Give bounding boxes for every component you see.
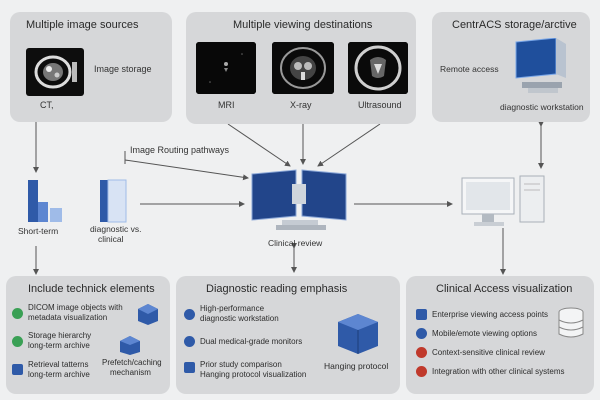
technical-item-2-line2: long-term archive <box>28 341 90 350</box>
clinical-item-4: Integration with other clinical systems <box>432 367 565 376</box>
routing-pathways-label: Image Routing pathways <box>130 145 230 155</box>
xray-scan-icon <box>272 42 334 94</box>
viewing-panel: Multiple viewing destinations MRI X-ray <box>186 12 416 124</box>
diagnostic-item-1-line2: diagnostic workstation <box>200 314 279 323</box>
retrieval-icon <box>12 364 23 375</box>
dicom-cube-icon <box>138 304 158 325</box>
archive-panel: CentrACS storage/arctive Remote access d… <box>432 12 590 122</box>
mri-thumbnail <box>196 42 256 94</box>
prefetch-label-2: mechanism <box>110 368 151 377</box>
check-icon <box>12 308 23 319</box>
xray-thumbnail <box>272 42 334 94</box>
clinical-title: Clinical Access visualization <box>436 283 573 295</box>
technical-item-3-line2: long-term archive <box>28 370 90 379</box>
monitor-icon <box>184 336 195 347</box>
mri-scan-icon <box>196 42 256 94</box>
diagnostic-panel: Diagnostic reading emphasis High-perform… <box>176 276 400 394</box>
check-icon <box>12 336 23 347</box>
clinical-item-3: Context-sensitive clinical review <box>432 348 545 357</box>
mobile-icon <box>416 328 427 339</box>
arrow-routing <box>124 159 249 181</box>
diagnostic-vs-label-1: diagnostic vs. <box>90 224 142 234</box>
diagnostic-item-1-line1: High-performance <box>200 304 265 313</box>
arrow-mri-to-review <box>227 123 291 167</box>
diagnostic-item-2-line1: Dual medical-grade monitors <box>200 337 303 346</box>
integration-icon <box>416 366 427 377</box>
diagnostic-item-3-line2: Hanging protocol visualization <box>200 370 307 379</box>
remote-access-label: Remote access <box>440 64 499 74</box>
technical-title: Include technick elements <box>28 283 155 295</box>
diagnostic-item-3-line1: Prior study comparison <box>200 360 282 369</box>
context-icon <box>416 347 427 358</box>
archive-title: CentrACS storage/arctive <box>452 19 577 31</box>
clinical-item-1: Enterprise viewing access points <box>432 310 549 319</box>
technical-panel: Include technick elements DICOM image ob… <box>6 276 170 394</box>
xray-label: X-ray <box>290 100 312 110</box>
mri-label: MRI <box>218 100 235 110</box>
ct-label: CT, <box>40 100 54 110</box>
diagnostic-vs-label-2: clinical <box>98 234 124 244</box>
diagnostic-workstation-label: diagnostic workstation <box>500 102 584 112</box>
hanging-protocol-cube-icon <box>338 314 378 354</box>
ultrasound-scan-icon <box>348 42 408 94</box>
arrow-us-to-review <box>317 123 381 167</box>
ct-scan-icon <box>34 55 77 89</box>
clinical-review-label: Clinical review <box>268 238 323 248</box>
technical-item-1-line2: metadata visualization <box>28 313 108 322</box>
sources-title: Multiple image sources <box>26 19 139 31</box>
hanging-protocol-label: Hanging protocol <box>324 361 389 371</box>
archive-workstation-icon <box>461 175 545 226</box>
short-term-storage-icon <box>28 180 62 222</box>
clinical-item-2: Mobile/emote viewing options <box>432 329 537 338</box>
access-point-icon <box>416 309 427 320</box>
technical-item-2-line1: Storage hierarchy <box>28 331 92 340</box>
sources-panel: Multiple image sources Image storage CT, <box>10 12 172 122</box>
database-icon <box>558 307 584 338</box>
ultrasound-thumbnail <box>348 42 408 94</box>
technical-item-1-line1: DICOM image objects with <box>28 303 123 312</box>
diagnostic-title: Diagnostic reading emphasis <box>206 283 348 295</box>
diagnostic-storage-icon <box>100 179 127 223</box>
workstation-icon <box>515 38 566 93</box>
check-icon <box>184 309 195 320</box>
storage-cube-icon <box>120 336 140 355</box>
clinical-panel: Clinical Access visualization Enterprise… <box>406 276 594 394</box>
clinical-review-workstation-icon <box>251 169 347 230</box>
ultrasound-label: Ultrasound <box>358 100 402 110</box>
technical-item-3-line1: Retrieval tatterns <box>28 360 89 369</box>
image-storage-label: Image storage <box>94 64 152 74</box>
prefetch-label-1: Prefetch/caching <box>102 358 162 367</box>
short-term-label: Short-term <box>18 226 59 236</box>
viewing-title: Multiple viewing destinations <box>233 19 373 31</box>
ct-thumbnail <box>26 48 84 96</box>
comparison-icon <box>184 362 195 373</box>
